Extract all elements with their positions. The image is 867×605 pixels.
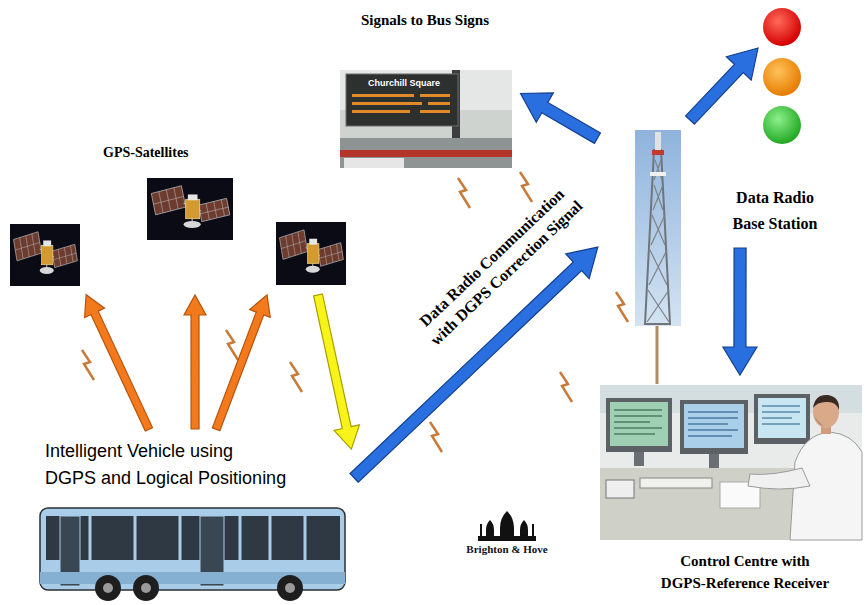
bus-picture [103, 583, 113, 593]
satellite-picture [276, 222, 346, 285]
radio-tower-photo [647, 160, 669, 322]
bus-sign-photo [340, 150, 512, 157]
radio-wave-symbol [616, 292, 628, 322]
radio-tower-photo [645, 150, 670, 324]
radio-wave-symbol [430, 422, 442, 452]
bus-sign-photo [420, 110, 450, 113]
control-centre-photo [758, 398, 806, 438]
bus-sign-photo [340, 138, 512, 168]
control-centre-photo [748, 468, 810, 489]
traffic-light [763, 58, 801, 96]
connector-arrow [212, 295, 270, 431]
bus-sign-photo [420, 94, 450, 97]
bus-sign-photo [340, 70, 512, 168]
bus-picture [40, 508, 345, 601]
brighton-logo [500, 511, 514, 538]
traffic-light [763, 8, 801, 144]
connector-arrow [85, 295, 153, 431]
bus-picture [133, 575, 159, 601]
traffic-light [763, 8, 801, 46]
radio-wave-symbol [290, 362, 302, 392]
signal-arrow [686, 48, 758, 124]
radio-wave-symbol [226, 330, 238, 360]
control-centre-photo [688, 412, 738, 436]
base-station-node: Data Radio Base Station [600, 128, 857, 245]
satellite-picture [10, 224, 80, 286]
bus-picture [285, 583, 295, 593]
traffic-light [763, 106, 801, 144]
connector-label: Data Radio Communication with DGPS Corre… [407, 176, 591, 354]
bus-sign-photo [352, 110, 410, 113]
control-centre-photo [634, 452, 644, 466]
satellite-picture [10, 178, 346, 286]
control-centre-photo [606, 480, 634, 498]
radio-wave-symbol [82, 172, 628, 452]
bus-picture [277, 575, 303, 601]
radio-wave-symbol [520, 172, 532, 202]
radio-wave-symbol [82, 350, 94, 380]
logo-text: Brighton & Hove [462, 543, 552, 555]
vehicle-node: Intelligent Vehicle using DGPS and Logic… [40, 432, 352, 602]
control-centre-photo [680, 400, 748, 454]
control-centre-photo [762, 406, 800, 424]
brighton-logo [480, 524, 482, 538]
radio-wave-symbol [560, 372, 572, 402]
bus-sign-photo [428, 102, 450, 105]
control-centre-photo [610, 402, 668, 446]
radio-wave-symbol [458, 178, 470, 208]
control-centre-photo [640, 478, 712, 488]
node-label: Intelligent Vehicle using DGPS and Logic… [45, 438, 288, 492]
bus-sign-photo [346, 74, 458, 126]
brighton-logo [486, 520, 494, 538]
brighton-logo [520, 520, 528, 538]
control-centre-photo [813, 395, 839, 410]
radio-tower-photo [635, 130, 681, 384]
brighton-logo [532, 524, 534, 538]
control-centre-photo [600, 385, 862, 540]
node-heading: Data Radio Base Station [725, 185, 825, 237]
bus-picture [90, 516, 305, 560]
radio-tower-photo [652, 150, 664, 155]
bus-sign-photo [352, 102, 422, 105]
signal-arrow [686, 48, 758, 124]
node-heading: Signals to Bus Signs [335, 12, 515, 29]
satellite-node: GPS-Satellites [8, 140, 348, 292]
radio-tower-photo [635, 130, 681, 326]
bus-picture [40, 508, 345, 590]
bus-picture [46, 516, 340, 560]
control-centre-photo [709, 454, 719, 468]
brighton-logo [478, 536, 536, 541]
control-centre-photo [600, 385, 862, 540]
bus-picture [95, 575, 121, 601]
control-centre-photo [606, 398, 672, 452]
brighton-logo [478, 511, 536, 541]
connector-arrow [184, 295, 206, 429]
control-centre-photo [754, 394, 810, 444]
connector-arrow [314, 294, 360, 449]
radio-tower-photo [655, 132, 661, 150]
node-heading: GPS-Satellites [103, 145, 189, 161]
control-centre-photo [684, 404, 744, 448]
radio-tower-photo [650, 172, 666, 176]
bus-sign-node: Signals to Bus SignsChurchill Square [335, 8, 518, 168]
bus-picture [141, 583, 151, 593]
connector-arrow [521, 93, 601, 143]
bus-sign-photo [344, 158, 404, 168]
bus-sign-photo [352, 94, 414, 97]
control-centre-photo [814, 416, 838, 426]
node-label: Control Centre with DGPS-Reference Recei… [658, 550, 832, 594]
satellite-picture [147, 178, 233, 240]
control-centre-node: Control Centre with DGPS-Reference Recei… [600, 378, 862, 602]
sign-text: Churchill Square [368, 78, 440, 88]
radio-tower-photo [656, 326, 659, 384]
connector-arrow [723, 248, 757, 375]
bus-sign-photo [340, 70, 512, 168]
control-centre-photo [614, 410, 662, 434]
